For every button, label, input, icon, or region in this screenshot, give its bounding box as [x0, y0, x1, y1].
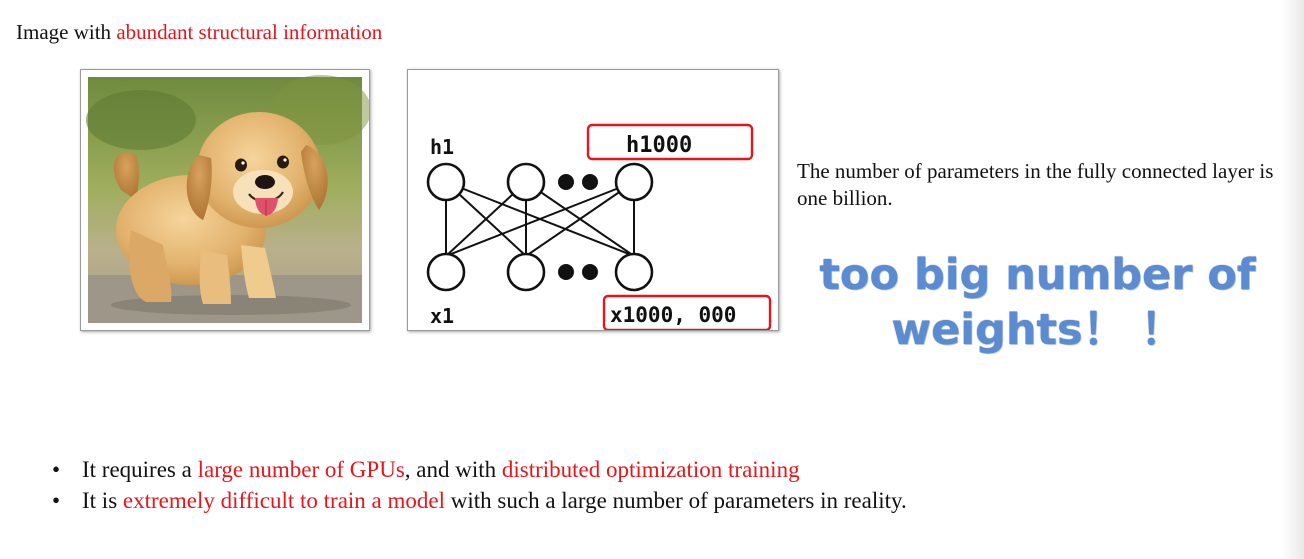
node-x2	[506, 252, 546, 292]
too-many-weights-callout: too big number of weights！ ！	[795, 248, 1280, 358]
callout-line-1: too big number of	[819, 250, 1256, 300]
label-x1: x1	[430, 304, 454, 328]
x1000000-highlight-box	[602, 294, 772, 330]
bullet-highlight: distributed optimization training	[501, 457, 800, 482]
callout-line-2: weights！ ！	[891, 305, 1184, 355]
node-h1	[426, 162, 466, 202]
bullet-text: with such a large number of parameters i…	[445, 488, 907, 513]
bullet-list: It requires a large number of GPUs, and …	[52, 454, 907, 516]
network-diagram: h1 h1000 x1 x1000, 000	[426, 123, 772, 330]
edge-shade	[1282, 0, 1304, 559]
node-h1000	[614, 162, 654, 202]
bullet-highlight: extremely difficult to train a model	[122, 488, 446, 513]
bullet-text: It requires a	[82, 457, 198, 482]
bullet-item-training: It is extremely difficult to train a mod…	[52, 485, 907, 516]
node-x1000000	[614, 252, 654, 292]
heading: Image with abundant structural informati…	[16, 20, 382, 45]
puppy-image-frame	[80, 69, 370, 331]
hidden-layer-nodes	[426, 162, 654, 202]
heading-prefix: Image with	[16, 20, 117, 44]
ellipsis-dots	[558, 174, 598, 280]
bullet-text: , and with	[404, 457, 502, 482]
parameters-statement: The number of parameters in the fully co…	[797, 159, 1274, 210]
puppy-image	[86, 75, 369, 323]
label-h1: h1	[430, 135, 454, 159]
label-h1000: h1000	[626, 133, 692, 158]
node-x1	[426, 252, 466, 292]
bullet-item-gpus: It requires a large number of GPUs, and …	[52, 454, 907, 485]
node-h2	[506, 162, 546, 202]
heading-highlight: abundant structural information	[116, 20, 383, 44]
bullet-highlight: large number of GPUs	[197, 457, 405, 482]
input-layer-nodes	[426, 252, 654, 292]
bullet-text: It is	[82, 488, 123, 513]
label-x1000000: x1000, 000	[610, 303, 736, 327]
network-diagram-frame: h1 h1000 x1 x1000, 000	[407, 69, 779, 331]
h1000-highlight-box	[586, 123, 754, 161]
